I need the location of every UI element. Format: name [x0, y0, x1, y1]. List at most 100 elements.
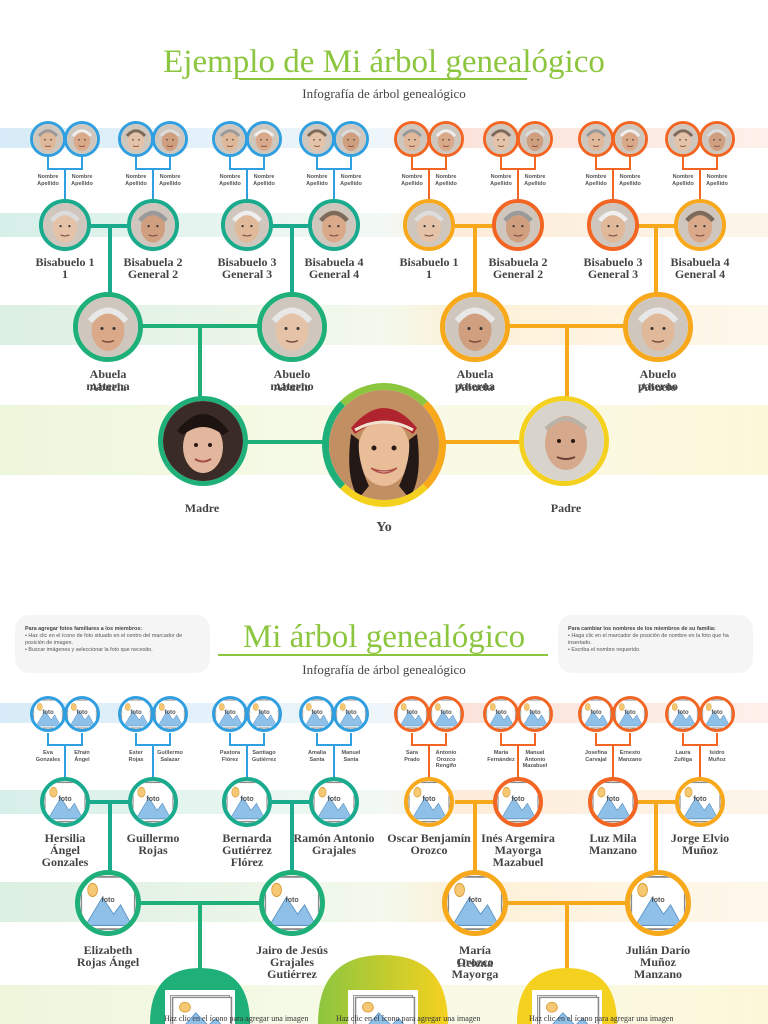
great-great-grandparent-photo-placeholder[interactable]: [246, 696, 282, 732]
great-great-grandparent-photo-placeholder[interactable]: [64, 696, 100, 732]
great-great-grandparent-photo[interactable]: [212, 121, 248, 157]
great-grandparent-photo-placeholder[interactable]: [40, 777, 90, 827]
great-grandparent-photo-placeholder[interactable]: [675, 777, 725, 827]
great-great-grandparent-photo[interactable]: [30, 121, 66, 157]
great-great-grandparent-photo[interactable]: [246, 121, 282, 157]
great-great-grandparent-photo-placeholder[interactable]: [665, 696, 701, 732]
great-great-grandparent-photo-placeholder[interactable]: [212, 696, 248, 732]
mother-photo-placeholder[interactable]: [165, 990, 235, 1024]
great-grandparent-photo[interactable]: [587, 199, 639, 251]
grandparent-photo[interactable]: [623, 292, 693, 362]
great-grandparent-photo[interactable]: [39, 199, 91, 251]
mother-photo[interactable]: [158, 396, 248, 486]
great-great-grandparent-photo-placeholder[interactable]: [428, 696, 464, 732]
great-great-grandparent-photo-placeholder[interactable]: [394, 696, 430, 732]
grandparent-photo[interactable]: [440, 292, 510, 362]
great-grandparent-photo[interactable]: [492, 199, 544, 251]
grandparent-photo-placeholder[interactable]: [442, 870, 508, 936]
great-grandparent-photo-placeholder[interactable]: [588, 777, 638, 827]
great-great-grandparent-photo[interactable]: [394, 121, 430, 157]
great-great-grandparent-photo-placeholder[interactable]: [612, 696, 648, 732]
great-grandparent-photo-placeholder[interactable]: [128, 777, 178, 827]
great-grandparent-photo-placeholder[interactable]: [222, 777, 272, 827]
great-great-grandparent-photo[interactable]: [299, 121, 335, 157]
great-great-grandparent-photo-placeholder[interactable]: [30, 696, 66, 732]
great-great-grandparent-photo[interactable]: [64, 121, 100, 157]
great-great-grandparent-photo[interactable]: [612, 121, 648, 157]
me-photo-placeholder[interactable]: [348, 990, 418, 1024]
great-grandparent-photo[interactable]: [127, 199, 179, 251]
grandparent-photo-placeholder[interactable]: [625, 870, 691, 936]
grandparent-photo[interactable]: [73, 292, 143, 362]
great-grandparent-photo-placeholder[interactable]: [309, 777, 359, 827]
grandparent-photo[interactable]: [257, 292, 327, 362]
great-great-grandparent-photo[interactable]: [699, 121, 735, 157]
great-grandparent-photo-placeholder[interactable]: [404, 777, 454, 827]
great-great-grandparent-photo[interactable]: [428, 121, 464, 157]
great-great-grandparent-photo-placeholder[interactable]: [152, 696, 188, 732]
great-great-grandparent-photo-placeholder[interactable]: [299, 696, 335, 732]
great-grandparent-photo-placeholder[interactable]: [493, 777, 543, 827]
great-grandparent-photo[interactable]: [221, 199, 273, 251]
great-great-grandparent-photo-placeholder[interactable]: [517, 696, 553, 732]
grandparent-photo-placeholder[interactable]: [259, 870, 325, 936]
great-great-grandparent-photo-placeholder[interactable]: [699, 696, 735, 732]
great-grandparent-photo[interactable]: [674, 199, 726, 251]
great-great-grandparent-photo-placeholder[interactable]: [118, 696, 154, 732]
great-grandparent-photo[interactable]: [308, 199, 360, 251]
great-great-grandparent-photo-placeholder[interactable]: [578, 696, 614, 732]
great-great-grandparent-photo[interactable]: [517, 121, 553, 157]
great-great-grandparent-photo[interactable]: [152, 121, 188, 157]
me-photo[interactable]: [322, 383, 446, 507]
father-photo[interactable]: [519, 396, 609, 486]
